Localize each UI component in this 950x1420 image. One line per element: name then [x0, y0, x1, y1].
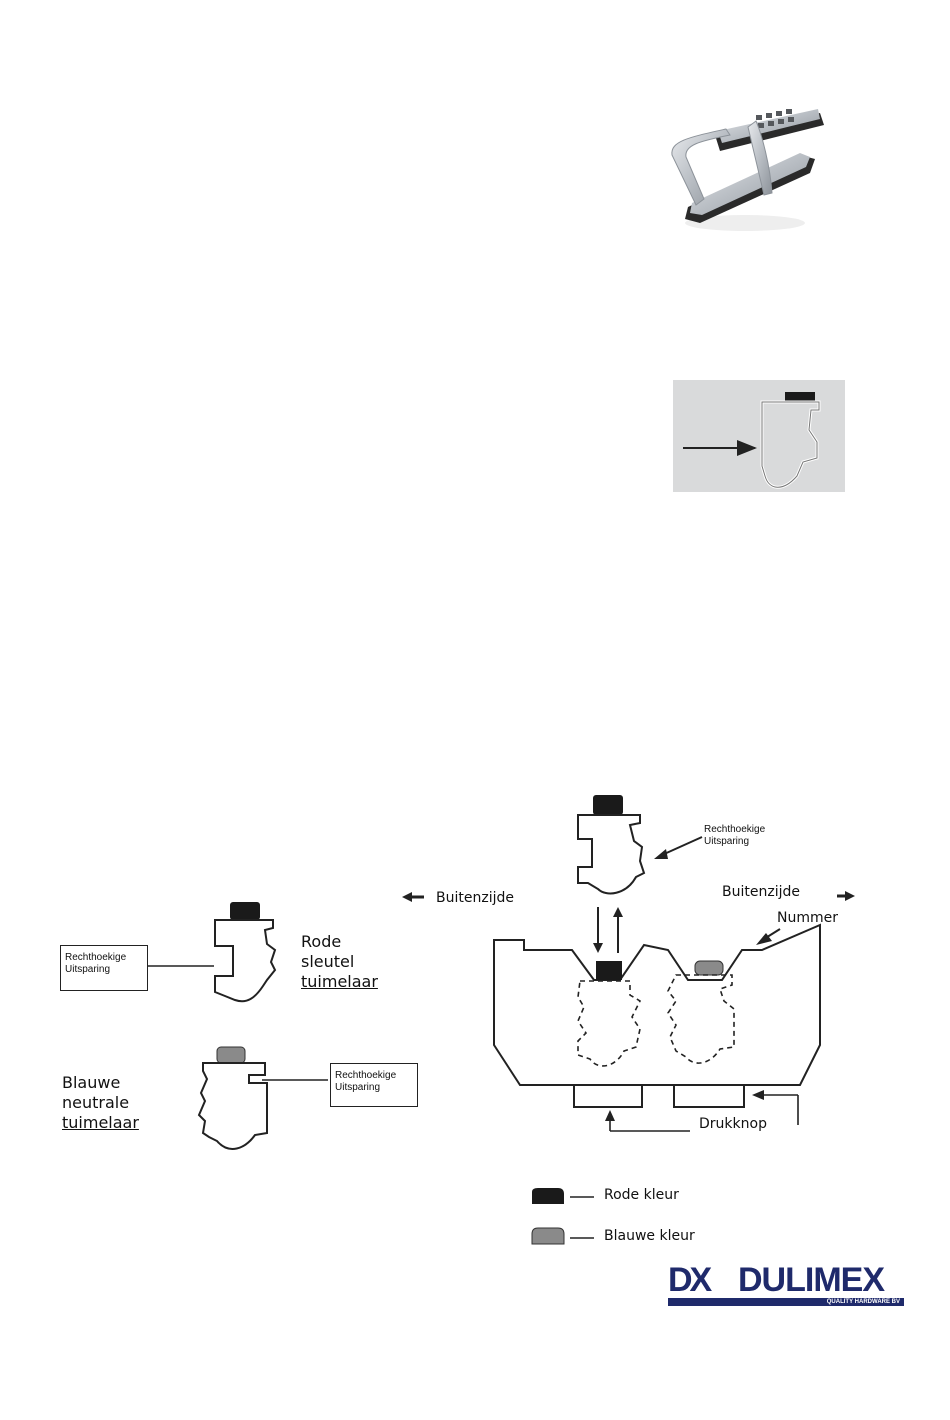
- red-key-tumbler-shape: [205, 900, 285, 1010]
- legend-blue-label: Blauwe kleur: [604, 1228, 695, 1244]
- red-key-tumbler-label: Rode sleutel tuimelaar: [301, 932, 378, 992]
- label-line-1: Blauwe: [62, 1073, 139, 1093]
- recess-label-top: Rechthoekige Uitsparing: [704, 824, 765, 848]
- outside-right-label: Buitenzijde: [722, 884, 800, 900]
- logo-tagline: QUALITY HARDWARE BV: [827, 1298, 900, 1306]
- lock-mechanism-diagram: [480, 785, 840, 1145]
- logo-mark: DX: [668, 1262, 709, 1298]
- legend-blue-swatch: [530, 1226, 566, 1246]
- outside-left-label: Buitenzijde: [436, 890, 514, 906]
- label-line-3: tuimelaar: [62, 1113, 139, 1133]
- leader-line-1: [148, 964, 218, 968]
- rectangular-recess-label-1: Rechthoekige Uitsparing: [60, 945, 148, 991]
- push-button-label: Drukknop: [699, 1116, 767, 1132]
- dulimex-logo: DX DULIMEX QUALITY HARDWARE BV: [668, 1262, 904, 1306]
- label-line-1: Rechthoekige: [65, 952, 143, 964]
- label-line-3: tuimelaar: [301, 972, 378, 992]
- legend-red-dash: [570, 1195, 598, 1199]
- logo-name: DULIMEX: [738, 1262, 884, 1298]
- legend-red-swatch: [530, 1186, 566, 1206]
- legend-blue-dash: [570, 1236, 598, 1240]
- label-line-2: sleutel: [301, 952, 378, 972]
- number-label: Nummer: [777, 910, 838, 926]
- label-line-2: neutrale: [62, 1093, 139, 1113]
- label-line-1: Rechthoekige: [335, 1070, 413, 1082]
- blue-neutral-tumbler-shape: [195, 1045, 275, 1155]
- label-line-2: Uitsparing: [335, 1082, 413, 1094]
- label-line-2: Uitsparing: [65, 964, 143, 976]
- keypad-lock-photo: [660, 95, 830, 245]
- label-line-2: Uitsparing: [704, 836, 765, 848]
- leader-line-2: [262, 1078, 332, 1082]
- legend-red-label: Rode kleur: [604, 1187, 679, 1203]
- rectangular-recess-label-2: Rechthoekige Uitsparing: [330, 1063, 418, 1107]
- label-line-1: Rode: [301, 932, 378, 952]
- blue-neutral-tumbler-label: Blauwe neutrale tuimelaar: [62, 1073, 139, 1133]
- tumbler-illustration: [673, 380, 845, 492]
- label-line-1: Rechthoekige: [704, 824, 765, 836]
